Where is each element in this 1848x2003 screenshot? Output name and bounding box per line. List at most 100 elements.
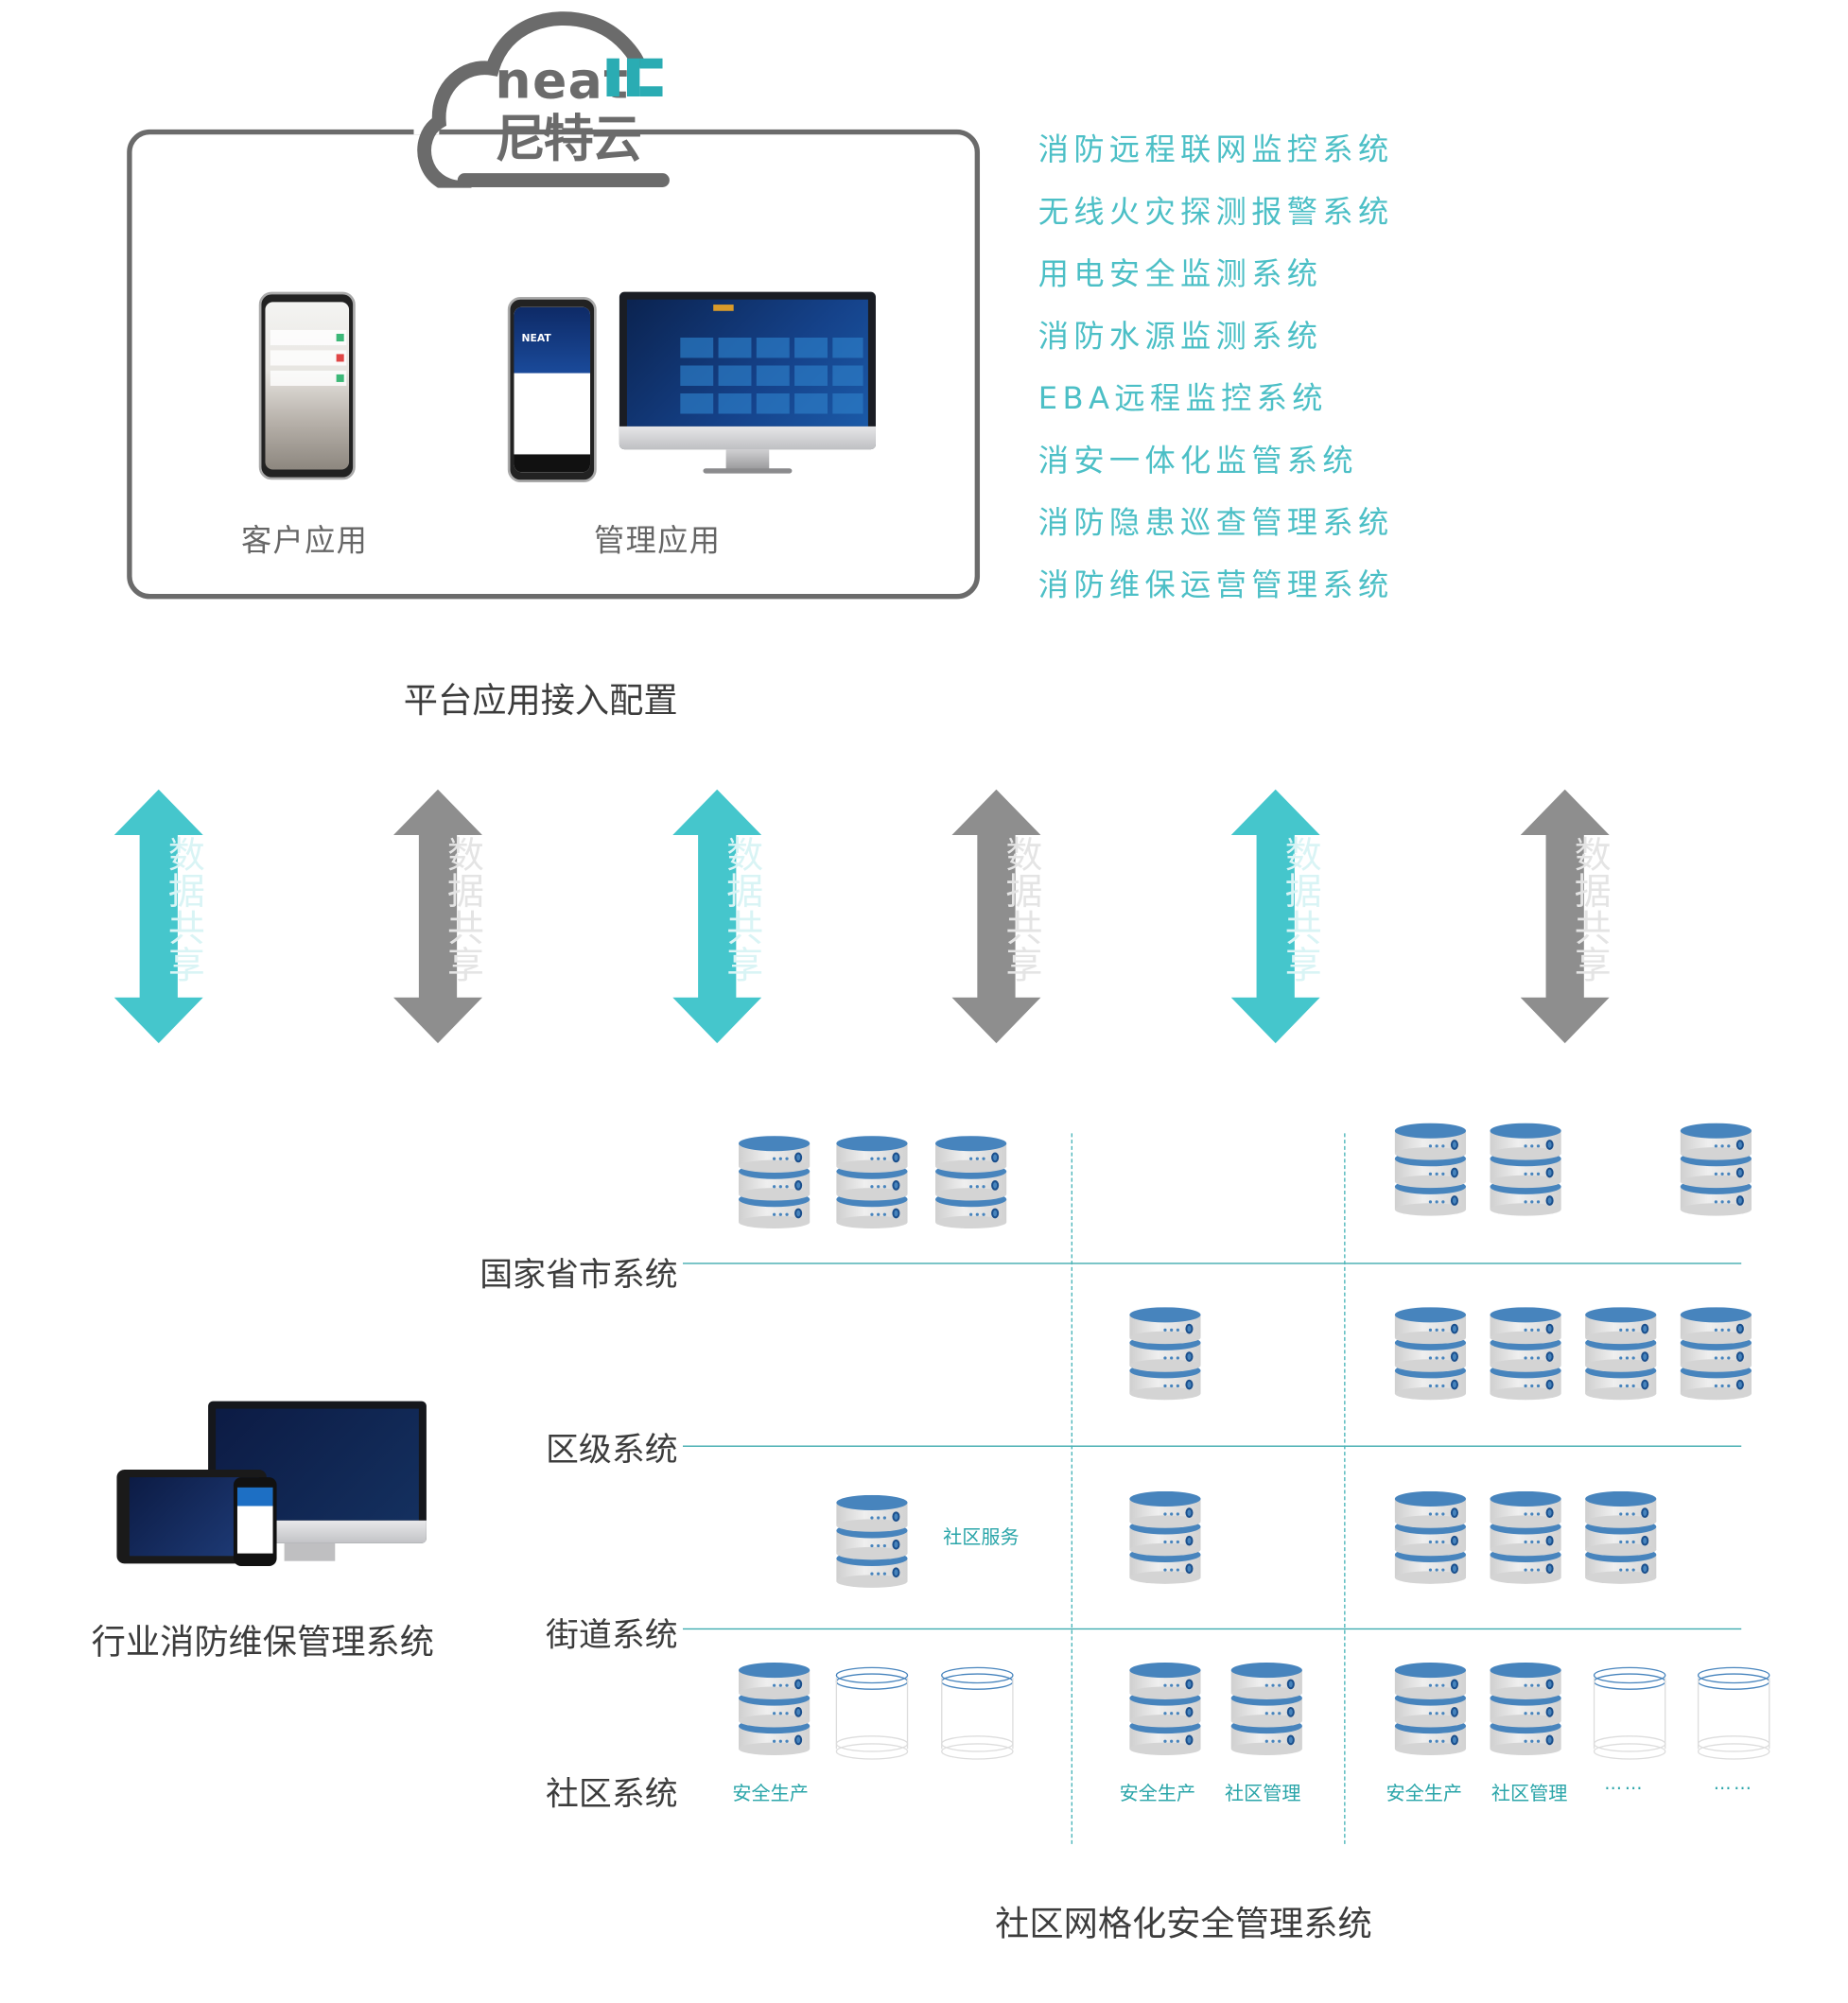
data-share-arrow: 数据共享 [951,789,1044,1044]
level-divider-district [682,1445,1742,1447]
data-share-arrow: 数据共享 [113,789,206,1044]
device-phone-screen [236,1487,273,1554]
level-label-street: 街道系统 [546,1616,678,1655]
status-dot [336,374,344,382]
data-share-arrow: 数据共享 [393,789,485,1044]
management-monitor [619,291,876,478]
status-dot [336,354,344,362]
double-arrow-icon [113,789,203,1044]
cloud-icon [413,11,670,195]
system-item: 用电安全监测系统 [1037,256,1323,292]
logo-accent-mark [601,56,668,99]
db-label-community-management: 社区管理 [1225,1782,1301,1805]
db-label-community-service: 社区服务 [943,1525,1020,1549]
management-app-screen: NEAT [514,306,591,473]
level-label-district: 区级系统 [546,1431,678,1471]
db-label-ellipsis: …… [1713,1774,1754,1795]
database-icon [1678,1123,1754,1220]
customer-app-screen [265,302,350,470]
platform-caption: 平台应用接入配置 [403,681,678,722]
database-icon [1488,1307,1564,1403]
database-icon [1488,1490,1564,1588]
data-share-arrow: 数据共享 [672,789,764,1044]
screen-row [270,329,347,346]
logo-accent-icon [606,58,663,96]
monitor-screen [626,299,868,427]
level-label-national: 国家省市系统 [479,1256,678,1295]
monitor-chin [619,426,876,450]
monitor-base [703,468,793,474]
database-icon [1392,1663,1469,1759]
database-icon [1229,1663,1305,1759]
data-share-label: 数据共享 [721,835,764,983]
customer-app-phone [258,291,356,480]
system-item: EBA远程监控系统 [1037,380,1328,417]
database-icon [1392,1307,1469,1403]
empty-database-icon [1592,1665,1668,1762]
empty-database-icon [1696,1665,1772,1762]
logo-latin: neat [495,56,629,107]
double-arrow-icon [672,789,762,1044]
data-share-arrow: 数据共享 [1520,789,1613,1044]
screen-navbar [514,454,591,473]
empty-database-icon [834,1665,911,1762]
database-icon [933,1136,1009,1232]
database-icon [1392,1490,1469,1588]
double-arrow-icon [1230,789,1320,1044]
system-item: 消防水源监测系统 [1037,318,1323,355]
platform-box [127,129,981,600]
management-app-phone: NEAT [507,297,597,482]
data-share-label: 数据共享 [442,835,485,983]
database-icon [1127,1490,1204,1588]
system-item: 消防隐患巡查管理系统 [1037,505,1394,541]
grid-system-caption: 社区网格化安全管理系统 [995,1905,1372,1944]
db-label-ellipsis: …… [1604,1774,1646,1795]
management-app-label: 管理应用 [594,522,722,559]
industry-devices-image [116,1396,427,1574]
database-icon [1392,1123,1469,1220]
double-arrow-icon [1520,789,1610,1044]
data-share-label: 数据共享 [1568,835,1613,983]
double-arrow-icon [393,789,482,1044]
database-icon [1678,1307,1754,1403]
column-divider [1344,1133,1346,1844]
db-label-safety-production: 安全生产 [1119,1782,1196,1805]
database-icon [1127,1663,1204,1759]
database-icon [1488,1663,1564,1759]
customer-app-label: 客户应用 [240,522,369,559]
device-phone [233,1477,277,1567]
status-dot [336,333,344,341]
database-icon [834,1136,911,1232]
db-label-safety-production: 安全生产 [732,1782,809,1805]
system-item: 消防维保运营管理系统 [1037,566,1394,603]
database-icon [1127,1307,1204,1403]
data-share-label: 数据共享 [1279,835,1323,983]
database-icon [736,1136,812,1232]
data-share-label: 数据共享 [1000,835,1044,983]
empty-database-icon [939,1665,1016,1762]
database-icon [1582,1490,1659,1588]
system-item: 无线火灾探测报警系统 [1037,194,1394,230]
device-monitor-stand [284,1542,336,1561]
database-icon [1582,1307,1659,1403]
dashboard-grid-icon [680,305,863,414]
screen-header [514,306,591,374]
logo-chinese: 尼特云 [495,110,642,169]
database-icon [1488,1123,1564,1220]
industry-system-label: 行业消防维保管理系统 [91,1623,434,1663]
neat-cloud-logo: neat 尼特云 [413,10,680,195]
level-label-community: 社区系统 [546,1775,678,1814]
data-share-label: 数据共享 [162,835,206,983]
system-item: 消防远程联网监控系统 [1037,131,1394,168]
screen-brand: NEAT [521,332,551,344]
db-label-community-management: 社区管理 [1491,1782,1568,1805]
database-icon [834,1494,911,1592]
system-item: 消安一体化监管系统 [1037,443,1358,479]
screen-row [270,370,347,386]
monitor-stand [725,449,770,470]
data-share-arrow: 数据共享 [1230,789,1323,1044]
db-label-safety-production: 安全生产 [1386,1782,1463,1805]
logo-latin-text: neat [495,52,630,111]
screen-row [270,350,347,366]
